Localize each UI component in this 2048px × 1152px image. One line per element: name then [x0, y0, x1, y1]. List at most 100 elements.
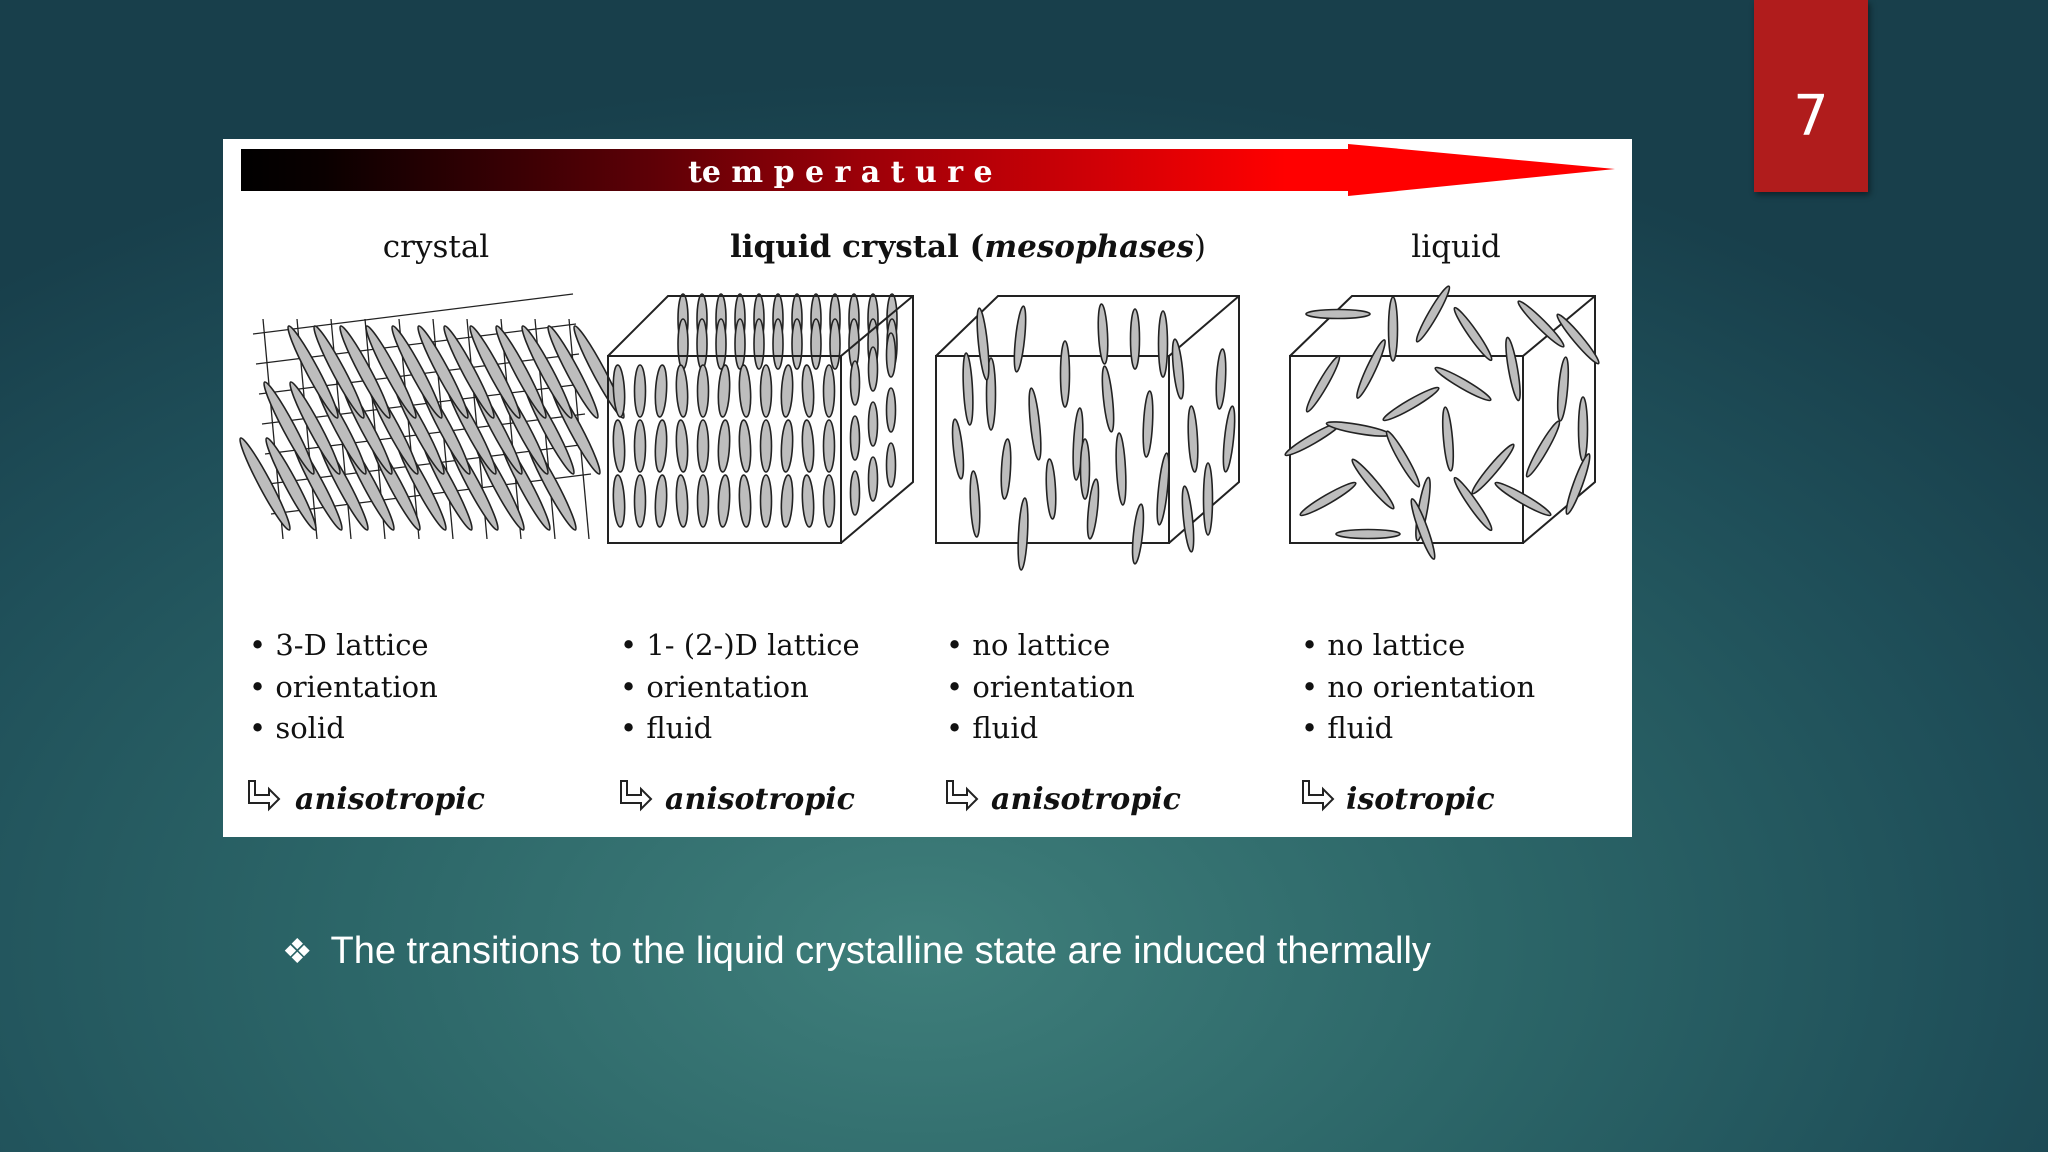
property-item: • no lattice: [946, 628, 1110, 662]
molecule-ellipse: [849, 470, 861, 516]
molecule-ellipse: [1299, 481, 1357, 517]
molecule-ellipse: [1028, 387, 1042, 461]
molecule-ellipse: [738, 419, 752, 473]
smectic-cube-illustration: [607, 293, 914, 544]
molecule-ellipse: [675, 419, 689, 473]
molecule-ellipse: [801, 419, 815, 473]
molecule-ellipse: [822, 419, 836, 473]
result-label: anisotropic: [295, 782, 485, 817]
molecule-ellipse: [1382, 386, 1440, 422]
molecule-ellipse: [1097, 303, 1109, 365]
molecule-ellipse: [612, 474, 626, 528]
molecule-ellipse: [289, 381, 341, 475]
molecule-ellipse: [1129, 308, 1141, 370]
molecule-ellipse: [696, 318, 708, 370]
molecule-ellipse: [675, 364, 689, 418]
molecule-ellipse: [654, 364, 668, 418]
property-item: • 1- (2-)D lattice: [620, 628, 860, 662]
molecule-ellipse: [495, 325, 547, 419]
molecule-ellipse: [1556, 313, 1600, 365]
molecule-ellipse: [654, 419, 668, 473]
molecule-ellipse: [1385, 430, 1421, 488]
molecule-ellipse: [417, 325, 469, 419]
molecule-ellipse: [1142, 390, 1154, 458]
phase-diagram: te m p e r a t u r e crystal liquid crys…: [239, 144, 1615, 817]
molecule-ellipse: [654, 474, 668, 528]
header-liquid: liquid: [1411, 229, 1500, 265]
property-item: • no orientation: [1301, 670, 1535, 704]
molecule-ellipse: [675, 474, 689, 528]
hook-arrow-icon: [1302, 780, 1335, 812]
property-item: • no lattice: [1301, 628, 1465, 662]
molecule-ellipse: [633, 419, 647, 473]
caption-bullet: ❖ The transitions to the liquid crystall…: [282, 930, 1431, 973]
crystal-lattice-illustration: [239, 293, 625, 540]
molecule-ellipse: [1335, 528, 1401, 540]
molecule-ellipse: [969, 470, 981, 538]
header-crystal: crystal: [383, 229, 489, 265]
properties-smectic: • 1- (2-)D lattice • orientation • fluid: [620, 628, 860, 745]
molecule-ellipse: [885, 387, 897, 433]
caption-text: The transitions to the liquid crystallin…: [330, 930, 1431, 972]
molecule-ellipse: [1181, 485, 1195, 553]
molecule-ellipse: [759, 419, 773, 473]
molecule-ellipse: [717, 364, 731, 418]
molecule-ellipse: [696, 364, 710, 418]
molecule-ellipse: [1059, 340, 1071, 408]
phase-diagram-figure: te m p e r a t u r e crystal liquid crys…: [223, 139, 1632, 837]
molecule-ellipse: [573, 325, 625, 419]
property-item: • 3-D lattice: [249, 628, 429, 662]
molecule-ellipse: [1441, 406, 1455, 472]
molecule-ellipse: [867, 456, 879, 502]
molecule-ellipse: [791, 318, 803, 370]
molecule-ellipse: [1351, 458, 1395, 510]
molecule-ellipse: [829, 318, 841, 370]
molecule-ellipse: [734, 318, 746, 370]
result-liquid: isotropic: [1302, 780, 1495, 817]
property-item: • solid: [249, 711, 345, 745]
molecule-ellipse: [1215, 348, 1227, 410]
molecule-ellipse: [1471, 443, 1515, 495]
molecule-ellipse: [1387, 296, 1399, 362]
molecule-ellipse: [885, 442, 897, 488]
molecule-ellipse: [612, 364, 626, 418]
molecule-ellipse: [1000, 438, 1012, 500]
molecule-ellipse: [951, 418, 965, 480]
temperature-arrow: te m p e r a t u r e: [241, 144, 1615, 196]
property-item: • orientation: [249, 670, 438, 704]
molecule-ellipse: [1045, 458, 1057, 520]
molecule-ellipse: [1222, 405, 1236, 473]
molecule-ellipse: [1101, 365, 1115, 433]
molecule-ellipse: [1565, 453, 1591, 515]
molecule-ellipse: [1202, 462, 1214, 536]
molecule-ellipse: [1356, 339, 1386, 399]
molecule-ellipse: [780, 364, 794, 418]
molecule-ellipse: [1525, 420, 1561, 478]
molecule-ellipse: [1434, 366, 1492, 402]
hook-arrow-icon: [620, 780, 653, 812]
four-diamond-bullet-icon: ❖: [282, 932, 313, 971]
molecule-ellipse: [1415, 285, 1451, 343]
header-liquid-crystal: liquid crystal (mesophases): [730, 229, 1206, 265]
molecule-ellipse: [1131, 503, 1145, 565]
molecule-ellipse: [1017, 497, 1029, 571]
molecule-ellipse: [1494, 481, 1552, 517]
molecule-ellipse: [772, 318, 784, 370]
molecule-ellipse: [1410, 498, 1436, 560]
molecule-ellipse: [696, 419, 710, 473]
properties-liquid: • no lattice • no orientation • fluid: [1301, 628, 1535, 745]
molecule-ellipse: [715, 318, 727, 370]
molecule-ellipse: [1305, 355, 1341, 413]
result-label: isotropic: [1346, 782, 1495, 817]
molecule-ellipse: [822, 474, 836, 528]
molecule-ellipse: [1079, 438, 1091, 500]
molecule-ellipse: [1305, 308, 1371, 320]
property-item: • fluid: [1301, 711, 1393, 745]
result-label: anisotropic: [991, 782, 1181, 817]
properties-nematic: • no lattice • orientation • fluid: [946, 628, 1135, 745]
molecule-ellipse: [976, 307, 990, 381]
molecule-ellipse: [263, 381, 315, 475]
molecule-ellipse: [810, 318, 822, 370]
properties-crystal: • 3-D lattice • orientation • solid: [249, 628, 438, 745]
molecule-ellipse: [521, 325, 573, 419]
